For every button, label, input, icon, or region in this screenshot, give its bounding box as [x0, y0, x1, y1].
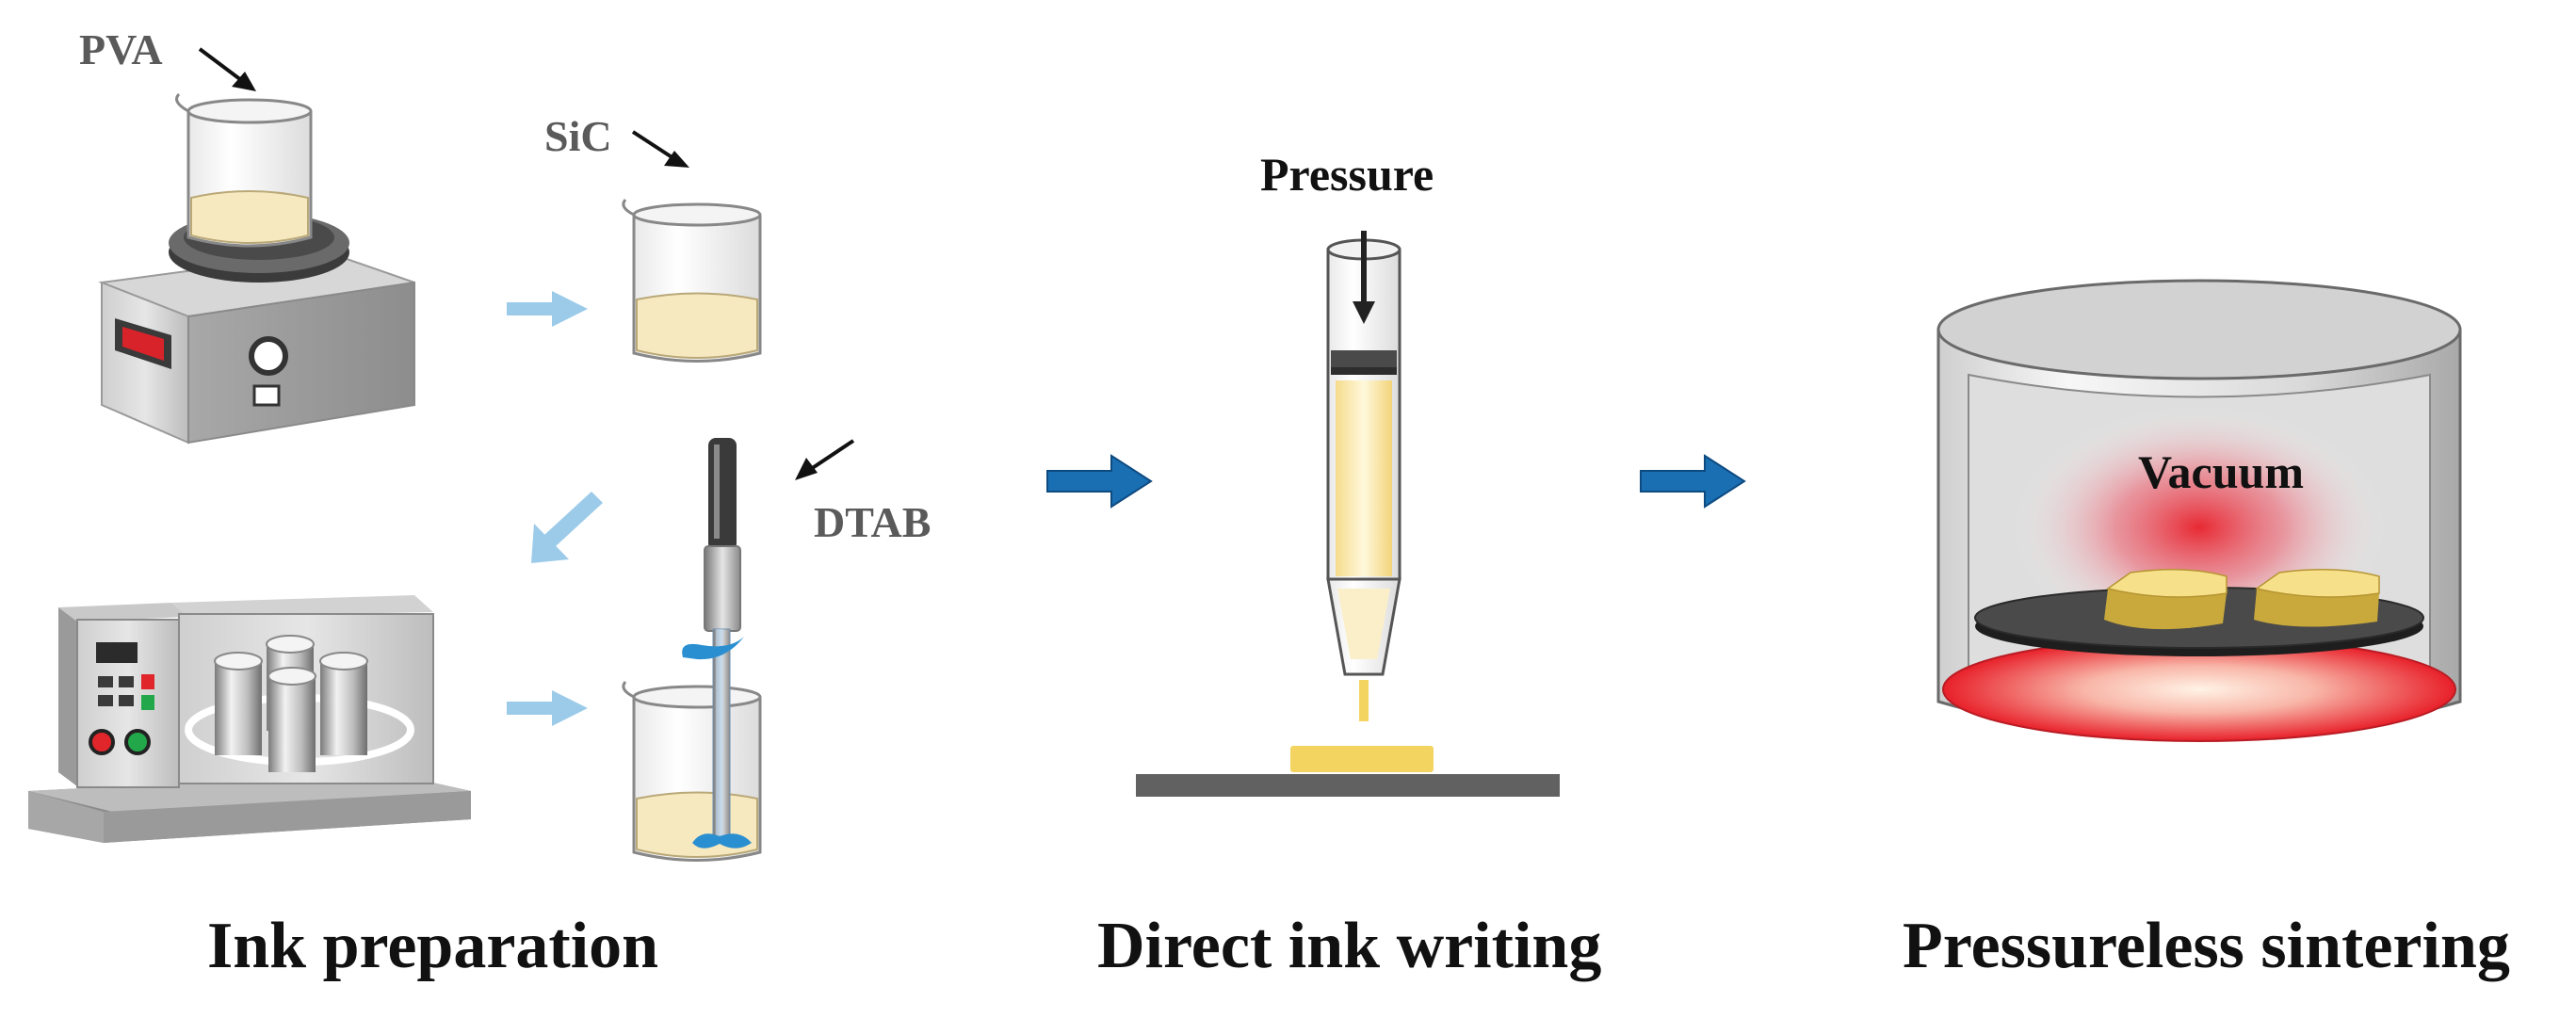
sic-beaker — [622, 199, 762, 363]
printed-line — [1290, 746, 1434, 772]
pressure-label: Pressure — [1260, 148, 1434, 201]
display-screen — [115, 318, 171, 369]
sic-label: SiC — [544, 112, 612, 160]
flow-arrow-to-mix — [507, 690, 588, 726]
control-knob — [249, 336, 288, 407]
stage-arrow-2 — [1640, 454, 1746, 509]
extruded-filament — [1359, 680, 1369, 721]
hot-plate-stirrer — [98, 213, 415, 444]
jar-4 — [267, 667, 316, 772]
print-substrate — [1136, 774, 1560, 797]
stage-arrow-1 — [1046, 454, 1153, 509]
dtab-label: DTAB — [814, 498, 932, 546]
dtab-pointer-arrow — [795, 439, 855, 480]
pva-pointer-arrow — [198, 47, 256, 91]
flow-arrow-to-sic — [507, 291, 588, 327]
overhead-stirrer — [682, 438, 752, 848]
sic-pointer-arrow — [631, 130, 689, 168]
sintered-sample-1 — [2104, 569, 2228, 630]
flow-arrow-to-mill — [531, 492, 603, 563]
sintered-sample-2 — [2254, 569, 2380, 627]
ball-mill — [28, 595, 471, 843]
mixing-beaker — [622, 681, 762, 862]
pva-beaker — [175, 92, 313, 248]
caption-ink-preparation: Ink preparation — [207, 910, 659, 982]
vacuum-label: Vacuum — [2138, 445, 2304, 498]
pressure-arrow — [1353, 231, 1375, 324]
caption-direct-ink-writing: Direct ink writing — [1097, 910, 1602, 982]
jar-3 — [319, 652, 368, 755]
pva-label: PVA — [79, 25, 163, 73]
vacuum-furnace — [1936, 279, 2462, 742]
caption-pressureless-sintering: Pressureless sintering — [1903, 910, 2510, 982]
jar-1 — [214, 652, 263, 755]
